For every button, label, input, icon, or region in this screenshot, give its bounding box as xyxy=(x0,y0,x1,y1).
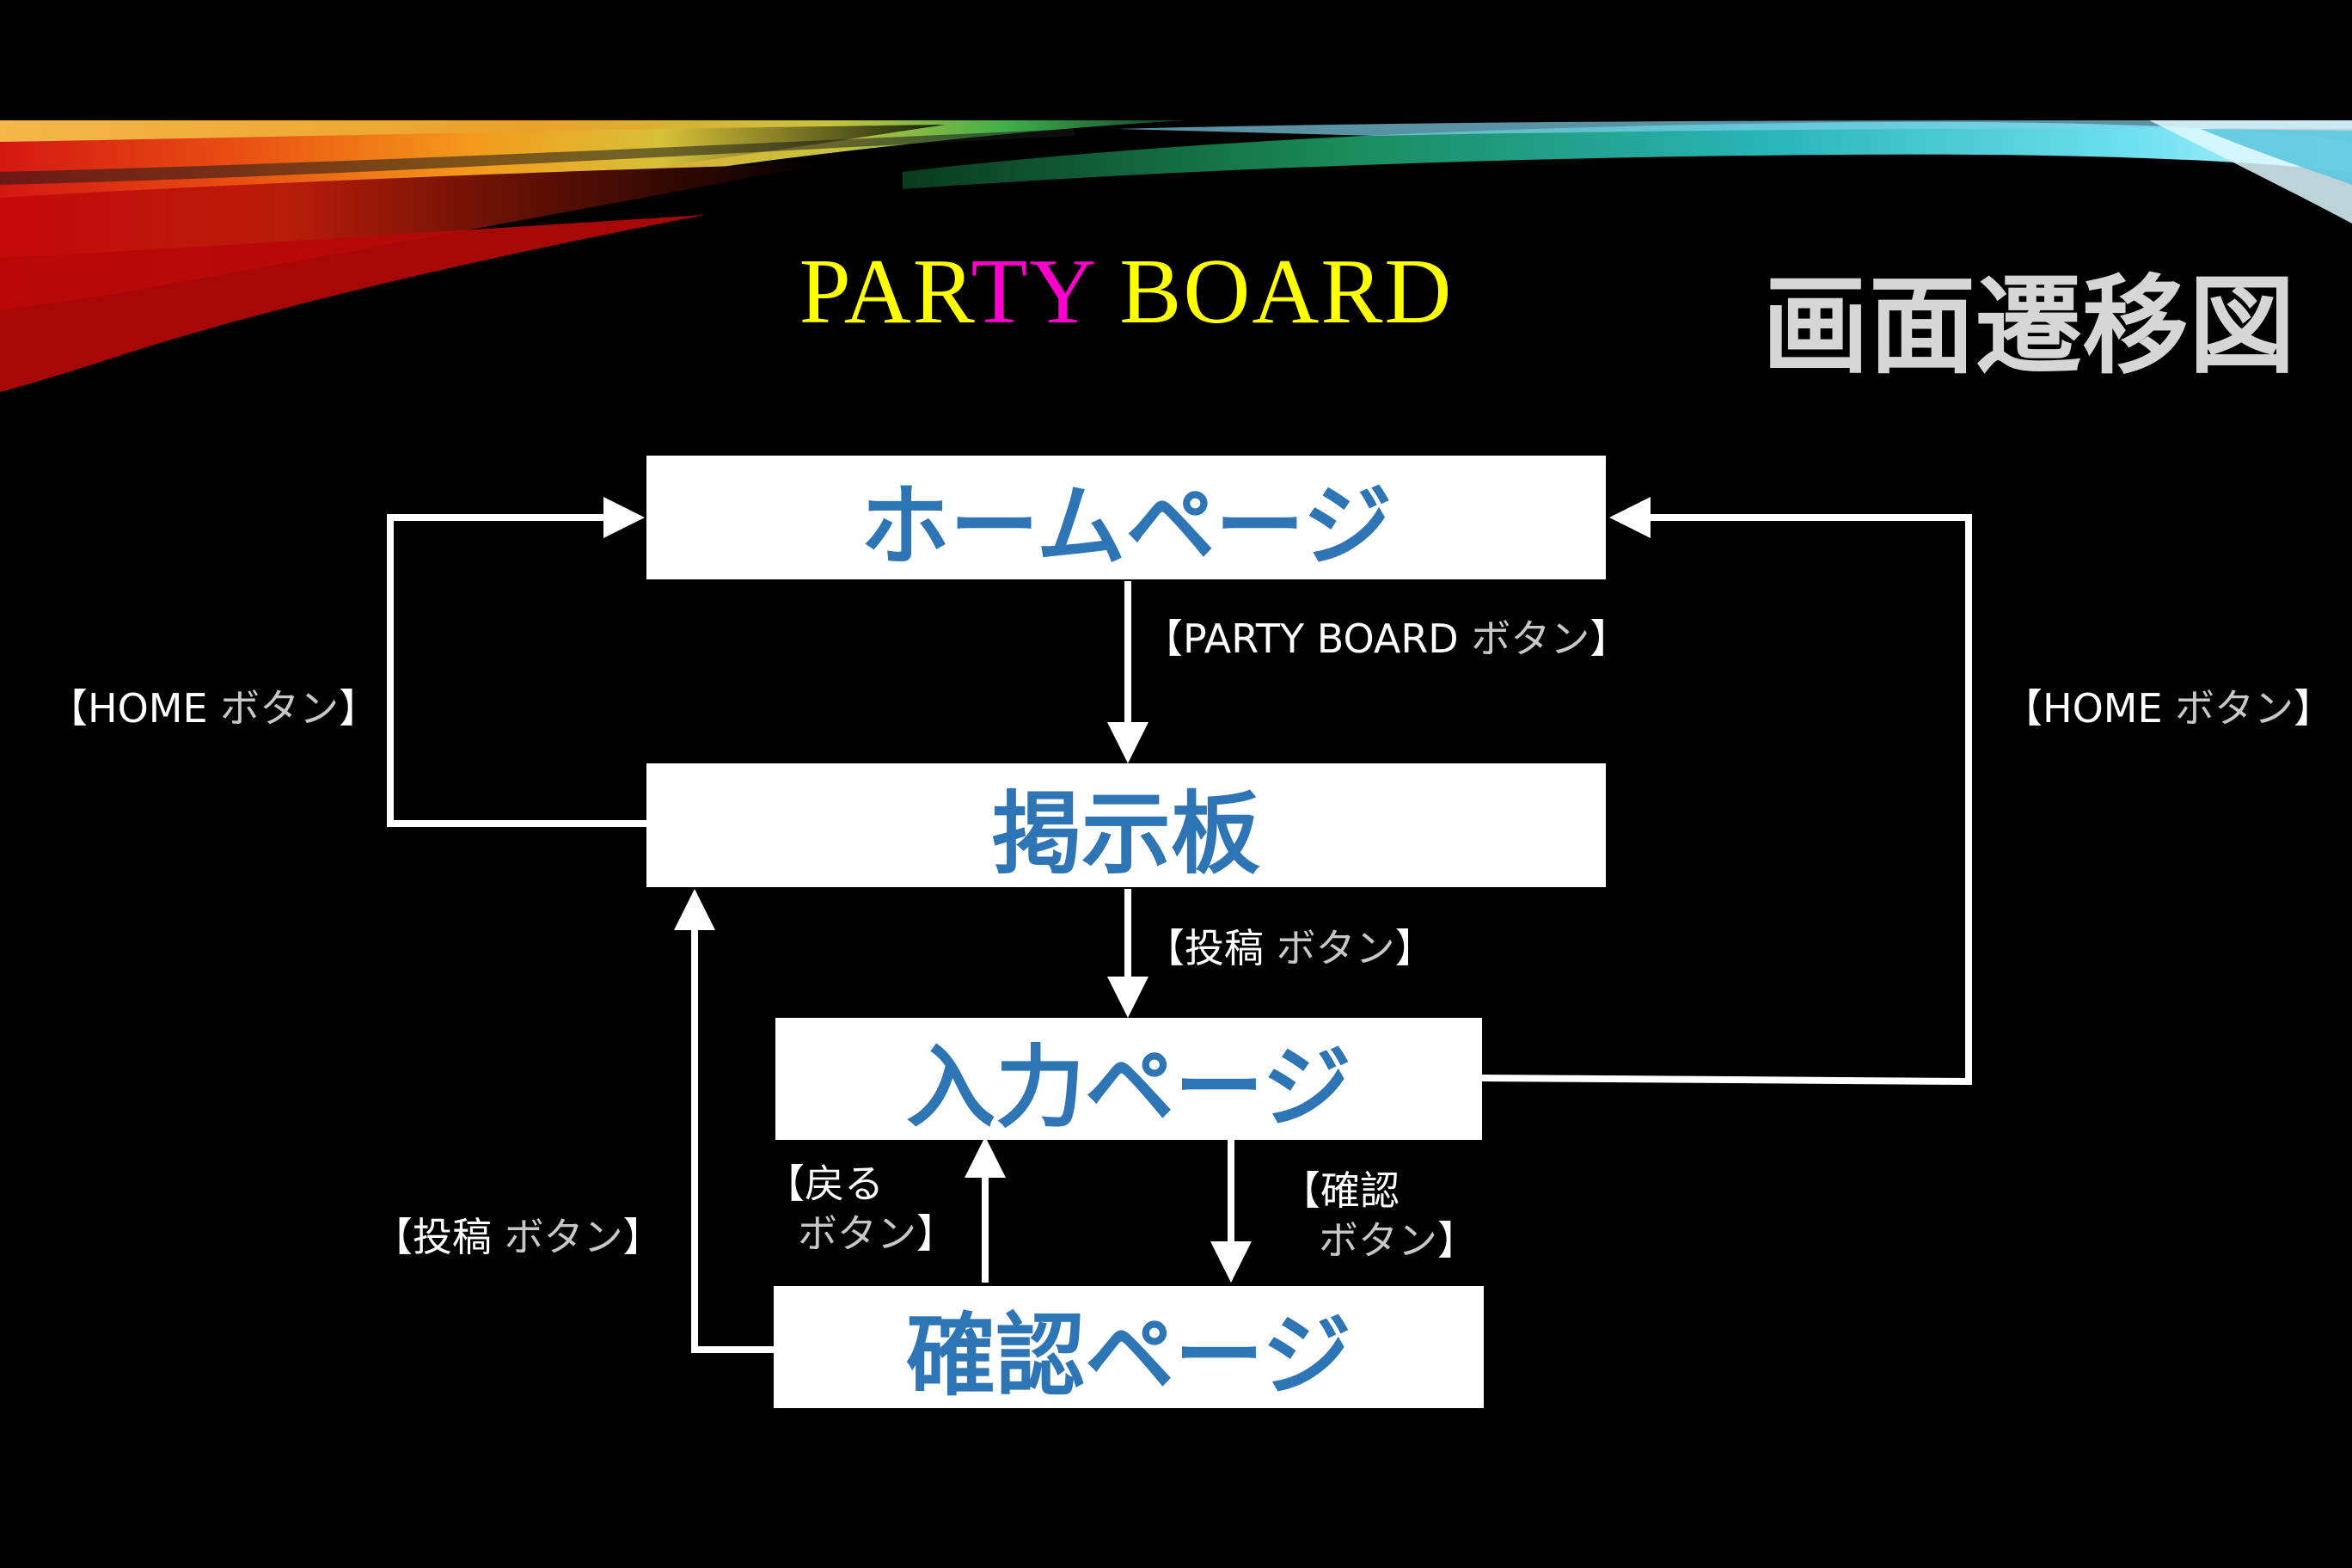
label-home-button-left: 【HOME ボタン】 xyxy=(48,683,378,733)
node-board[interactable]: 掲示板 xyxy=(646,763,1606,887)
label-back-button-line2: ボタン】 xyxy=(798,1209,956,1259)
label-post-button-right: 【投稿 ボタン】 xyxy=(1145,923,1435,973)
label-part-open: 【HOME xyxy=(2003,685,2176,732)
arrow-confirm-to-board xyxy=(674,889,774,1353)
label-part-open: 【HOME xyxy=(48,685,221,732)
label-part-open: 【PARTY BOARD xyxy=(1143,616,1472,662)
brand-title-part1: PAR xyxy=(799,241,971,343)
label-part-open: 【投稿 xyxy=(1145,925,1277,971)
label-part-button: ボタン xyxy=(2175,685,2294,732)
label-part-button: ボタン xyxy=(220,685,340,732)
label-confirm-button-line1: 【確認 xyxy=(1281,1167,1400,1214)
label-part-button: ボタン xyxy=(798,1210,916,1257)
label-home-button-right: 【HOME ボタン】 xyxy=(2003,683,2333,733)
label-part-close: 】 xyxy=(1437,1217,1477,1264)
brand-title-part3: BOARD xyxy=(1094,241,1454,343)
brand-title: PARTY BOARD xyxy=(0,245,2252,340)
node-input-page[interactable]: 入力ページ xyxy=(775,1018,1482,1140)
label-confirm-button-line2: ボタン】 xyxy=(1319,1216,1477,1265)
label-part-close: 】 xyxy=(1589,616,1630,662)
label-part-close: 】 xyxy=(2294,685,2334,732)
node-home-page[interactable]: ホームページ xyxy=(646,456,1606,579)
label-part-close: 】 xyxy=(339,685,379,732)
section-title: 画面遷移図 xyxy=(1761,265,2295,389)
brand-title-part2: TY xyxy=(971,241,1095,343)
label-part-button: ボタン xyxy=(1276,925,1395,971)
label-part-close: 】 xyxy=(1394,925,1435,971)
label-part-close: 】 xyxy=(916,1210,956,1257)
label-part-button: ボタン xyxy=(1319,1217,1437,1264)
label-part-button: ボタン xyxy=(504,1214,623,1260)
label-part-button: ボタン xyxy=(1471,616,1590,662)
arrow-board-to-home xyxy=(387,497,646,827)
label-back-button-line1: 【戻る xyxy=(765,1161,884,1207)
decorative-swoosh-banner xyxy=(0,120,2352,392)
node-confirm-page[interactable]: 確認ページ xyxy=(774,1286,1484,1408)
arrow-input-to-home xyxy=(1481,497,1972,1086)
label-party-board-button: 【PARTY BOARD ボタン】 xyxy=(1143,614,1629,664)
label-part-open: 【投稿 xyxy=(373,1214,505,1260)
label-post-button-left: 【投稿 ボタン】 xyxy=(373,1212,663,1262)
label-part-close: 】 xyxy=(622,1214,663,1260)
